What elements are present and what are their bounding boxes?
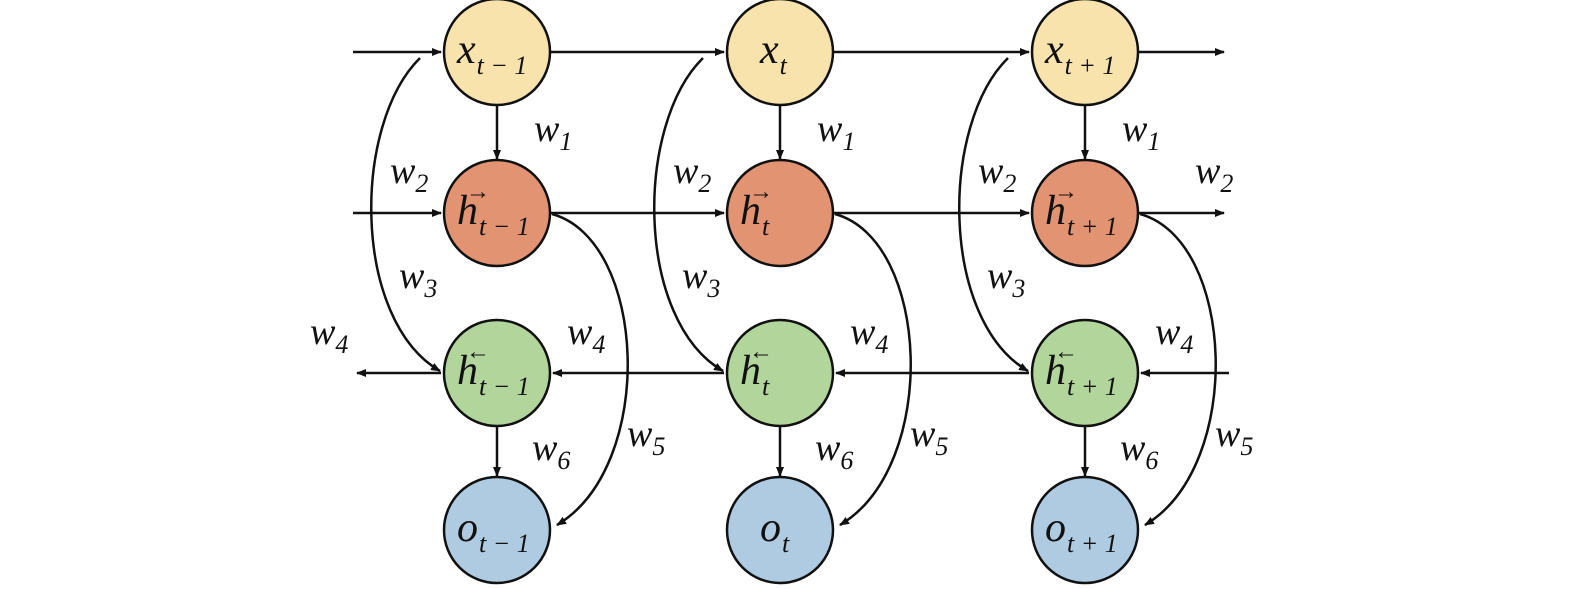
weight-label-w2-col2: w2 bbox=[673, 150, 711, 198]
weight-label-w4-out: w4 bbox=[310, 311, 348, 359]
weight-label-w5-col3: w5 bbox=[1215, 413, 1253, 461]
weight-label-w1-col2: w1 bbox=[817, 108, 855, 156]
weight-label-w4-col3: w4 bbox=[1155, 311, 1193, 359]
forward-node-1 bbox=[442, 158, 552, 268]
backward-label-3: ht + 1 bbox=[1045, 348, 1118, 401]
weight-label-w2-out: w2 bbox=[1195, 150, 1233, 198]
weight-label-w4-col1: w4 bbox=[567, 311, 605, 359]
output-node-1 bbox=[442, 475, 552, 585]
edge-w3-col3 bbox=[958, 57, 1029, 373]
input-node-3 bbox=[1030, 0, 1140, 107]
input-label-1: xt − 1 bbox=[456, 27, 527, 80]
input-node-2 bbox=[725, 0, 835, 107]
forward-label-1: ht − 1 bbox=[457, 188, 530, 241]
weight-label-w6-col2: w6 bbox=[815, 427, 853, 475]
output-label-2: ot bbox=[760, 505, 790, 558]
weight-label-w2-col1: w2 bbox=[390, 150, 428, 198]
backward-label-1: ht − 1 bbox=[457, 348, 530, 401]
input-label-3: xt + 1 bbox=[1044, 27, 1115, 80]
output-node-2 bbox=[725, 475, 835, 585]
edge-w3-col1 bbox=[370, 57, 441, 373]
backward-label-2: ht bbox=[740, 348, 770, 401]
output-node-3 bbox=[1030, 475, 1140, 585]
weight-label-w5-col1: w5 bbox=[627, 413, 665, 461]
backward-arrow-2: ← bbox=[749, 339, 773, 365]
weight-label-w1-col1: w1 bbox=[534, 108, 572, 156]
edge-w5-col3 bbox=[1139, 212, 1217, 527]
weight-label-w1-col3: w1 bbox=[1122, 108, 1160, 156]
backward-node-2 bbox=[725, 318, 835, 428]
weight-label-w5-col2: w5 bbox=[910, 413, 948, 461]
backward-arrow-3: ← bbox=[1054, 339, 1078, 365]
weight-label-w3-col3: w3 bbox=[987, 255, 1025, 303]
forward-arrow-1: → bbox=[466, 179, 490, 205]
weight-label-w2-col3: w2 bbox=[978, 150, 1016, 198]
forward-label-2: ht bbox=[740, 188, 770, 241]
output-label-1: ot − 1 bbox=[457, 505, 530, 558]
backward-arrow-1: ← bbox=[466, 339, 490, 365]
weight-label-w4-col2: w4 bbox=[850, 311, 888, 359]
backward-node-1 bbox=[442, 318, 552, 428]
forward-arrow-3: → bbox=[1054, 179, 1078, 205]
weight-label-w3-col1: w3 bbox=[399, 255, 437, 303]
forward-node-3 bbox=[1030, 158, 1140, 268]
output-label-3: ot + 1 bbox=[1045, 505, 1118, 558]
weight-label-w6-col3: w6 bbox=[1120, 427, 1158, 475]
forward-arrow-2: → bbox=[749, 179, 773, 205]
edge-w3-col2 bbox=[653, 57, 724, 373]
forward-label-3: ht + 1 bbox=[1045, 188, 1118, 241]
edge-w5-col2 bbox=[834, 212, 912, 527]
weight-label-w6-col1: w6 bbox=[532, 427, 570, 475]
input-label-2: xt bbox=[759, 27, 788, 80]
forward-node-2 bbox=[725, 158, 835, 268]
edge-w5-col1 bbox=[551, 212, 629, 527]
input-node-1 bbox=[442, 0, 552, 107]
weight-label-w3-col2: w3 bbox=[682, 255, 720, 303]
backward-node-3 bbox=[1030, 318, 1140, 428]
